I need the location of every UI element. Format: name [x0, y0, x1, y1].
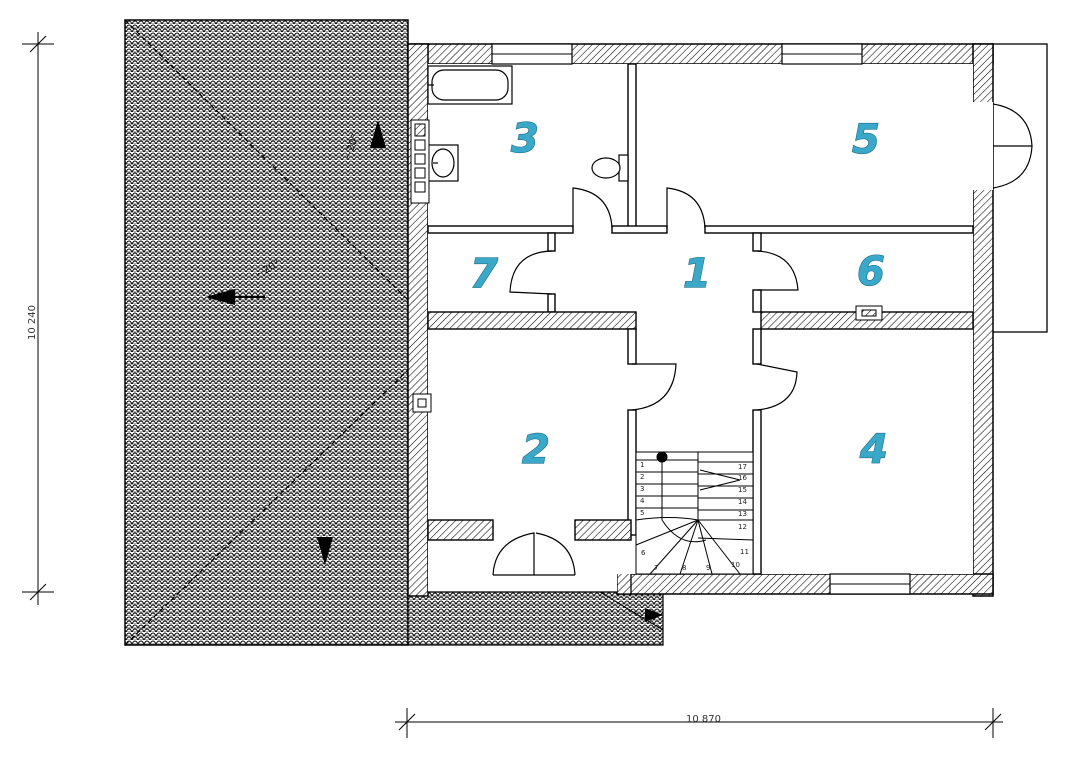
sink — [427, 144, 459, 182]
svg-text:6: 6 — [641, 549, 646, 557]
room-number-6: 6 — [857, 249, 885, 295]
window — [781, 43, 863, 65]
slope-arrow — [645, 608, 663, 622]
svg-text:8: 8 — [682, 564, 686, 572]
door — [756, 250, 799, 291]
svg-text:2: 2 — [640, 473, 644, 481]
svg-text:12: 12 — [738, 523, 747, 531]
balcony-outline — [989, 43, 1048, 333]
width-dimension-label: 10 870 — [686, 714, 721, 725]
double-door — [492, 532, 576, 576]
svg-text:1: 1 — [640, 461, 644, 469]
svg-text:13: 13 — [738, 510, 747, 518]
vent — [855, 305, 883, 321]
room-number-7: 7 — [470, 251, 498, 297]
door — [756, 363, 798, 411]
svg-text:4: 4 — [640, 497, 645, 505]
room-number-3: 3 — [511, 116, 539, 162]
svg-text:7: 7 — [654, 564, 658, 572]
svg-text:17: 17 — [738, 463, 747, 471]
socket — [412, 393, 432, 413]
dimension-line-height — [22, 32, 54, 605]
window — [491, 43, 573, 65]
room-number-4: 4 — [859, 427, 888, 473]
bathtub — [427, 65, 513, 105]
svg-text:15: 15 — [738, 486, 747, 494]
toilet — [591, 154, 629, 182]
interior-walls — [427, 63, 974, 575]
roof-hip-line — [124, 369, 409, 646]
svg-text:3: 3 — [640, 485, 644, 493]
svg-text:14: 14 — [738, 498, 747, 506]
door — [631, 363, 677, 411]
room-number-2: 2 — [522, 427, 550, 473]
svg-text:5: 5 — [640, 509, 644, 517]
window — [829, 573, 911, 595]
door — [666, 187, 706, 229]
svg-text:9: 9 — [706, 564, 710, 572]
dimension-line-width — [395, 708, 1003, 738]
room-number-1: 1 — [683, 251, 711, 297]
balcony-door — [973, 102, 1033, 190]
staircase — [635, 451, 754, 575]
radiator-panel — [410, 119, 430, 204]
roof-hip-line — [124, 19, 409, 301]
room-number-5: 5 — [852, 117, 880, 163]
svg-text:11: 11 — [740, 548, 749, 556]
stair-step-labels: 1 2 3 4 5 6 7 8 9 10 11 12 13 14 15 16 1… — [640, 461, 749, 572]
slope-arrow — [205, 289, 265, 305]
door — [509, 250, 553, 295]
slope-arrow — [370, 120, 386, 148]
svg-text:16: 16 — [738, 474, 747, 482]
svg-text:10: 10 — [731, 561, 740, 569]
height-dimension-label: 10 240 — [27, 305, 38, 340]
slope-arrow — [317, 537, 333, 565]
door — [572, 187, 613, 229]
roof: ~20° ~20° — [124, 19, 664, 646]
